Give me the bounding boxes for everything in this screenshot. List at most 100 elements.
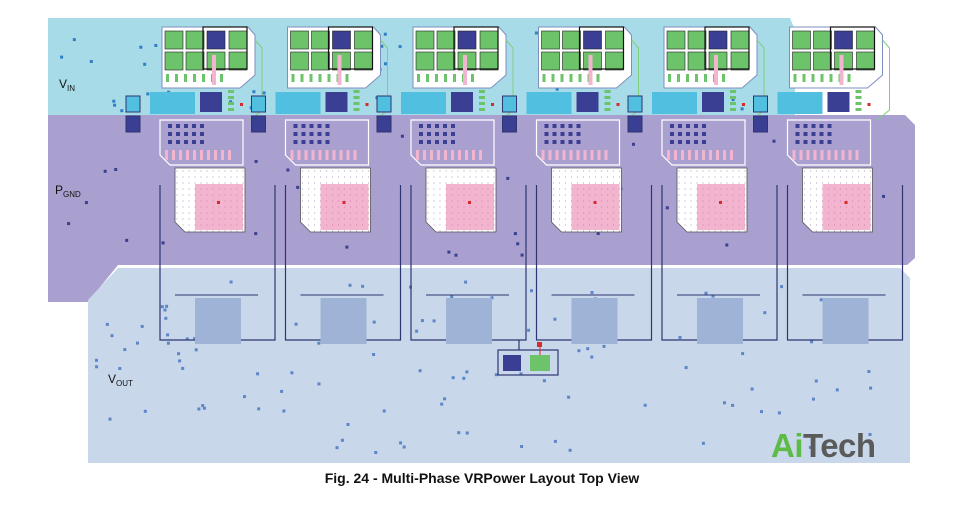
via: [701, 441, 705, 445]
via: [60, 55, 64, 59]
via-pad: [678, 132, 682, 136]
lead-stub: [677, 74, 680, 82]
pink-trace: [716, 150, 719, 160]
vin-label: VIN: [59, 77, 76, 93]
via: [193, 337, 197, 340]
pink-trace: [855, 150, 859, 160]
vin-cap: [777, 92, 823, 114]
via-pad: [200, 132, 204, 136]
via: [465, 370, 469, 374]
via-pad: [309, 132, 314, 136]
via-pad: [427, 124, 431, 128]
pink-trace: [228, 150, 231, 160]
passive-pad: [479, 96, 485, 99]
pink-trace: [472, 150, 475, 160]
via: [384, 62, 387, 66]
pink-trace: [588, 55, 593, 85]
via: [457, 431, 461, 435]
green-pad: [792, 30, 811, 50]
vin-cap-pad: [753, 95, 768, 113]
via: [372, 353, 376, 356]
via: [494, 373, 498, 377]
via-pad: [544, 140, 549, 144]
via: [678, 336, 682, 339]
via: [348, 283, 352, 287]
pink-trace: [583, 150, 587, 160]
via-pad: [678, 140, 682, 144]
green-pad: [730, 51, 750, 71]
lead-stub: [426, 74, 429, 82]
via: [443, 397, 447, 401]
pink-trace: [297, 150, 301, 160]
via: [110, 334, 114, 338]
fet-pad: [827, 92, 850, 112]
green-pad: [479, 30, 499, 50]
passive-pad: [730, 108, 736, 111]
lead-stub: [435, 74, 438, 82]
via-pad: [803, 140, 808, 144]
fet-pad: [200, 92, 222, 112]
via-pad: [568, 140, 573, 144]
lead-stub: [220, 74, 223, 82]
lead-stub: [318, 74, 322, 82]
via-pad: [184, 132, 188, 136]
green-pad: [666, 30, 686, 50]
green-pad: [185, 30, 205, 50]
via: [596, 232, 600, 235]
via-pad: [427, 132, 431, 136]
via-pad: [200, 140, 204, 144]
lead-stub: [345, 74, 349, 82]
vin-cap: [652, 92, 697, 114]
via: [178, 359, 182, 363]
pink-trace: [179, 150, 182, 160]
lead-stub: [695, 74, 698, 82]
green-pad: [290, 51, 309, 71]
via: [632, 142, 635, 146]
via: [432, 319, 436, 323]
via: [723, 401, 726, 405]
pgnd-label: PGND: [55, 183, 81, 199]
inductor-pad: [697, 184, 745, 230]
via: [194, 348, 198, 352]
via-pad: [670, 140, 674, 144]
pink-trace: [806, 150, 810, 160]
via-pad: [443, 124, 447, 128]
via: [185, 337, 189, 341]
via: [361, 284, 365, 288]
pink-trace: [839, 55, 844, 85]
via: [136, 341, 139, 345]
vin-cap-pad: [627, 95, 643, 113]
via: [161, 241, 165, 245]
via: [814, 379, 818, 383]
via: [402, 445, 406, 449]
center-component: [497, 340, 559, 376]
fet-pad: [325, 92, 348, 112]
via-pad: [184, 140, 188, 144]
via: [868, 433, 872, 436]
via: [143, 62, 147, 66]
via-pad: [795, 140, 800, 144]
via-pad: [702, 124, 706, 128]
phase-6: [753, 26, 904, 344]
via-pad: [184, 124, 188, 128]
via-pad: [678, 124, 682, 128]
via-pad: [176, 140, 180, 144]
via: [400, 134, 404, 138]
green-pad: [185, 51, 205, 71]
via-pad: [576, 140, 581, 144]
vin-cap-pad: [125, 95, 141, 113]
via-pad: [192, 140, 196, 144]
via-pad: [576, 124, 581, 128]
via-pad: [192, 132, 196, 136]
via: [440, 402, 444, 406]
via: [867, 370, 871, 373]
via: [72, 38, 76, 42]
green-pad: [541, 30, 560, 50]
via: [154, 44, 158, 47]
via-pad: [301, 124, 306, 128]
via: [451, 376, 455, 380]
via: [780, 285, 784, 289]
pink-trace: [465, 150, 468, 160]
via: [181, 366, 185, 370]
vin-cap-pad: [376, 95, 392, 113]
